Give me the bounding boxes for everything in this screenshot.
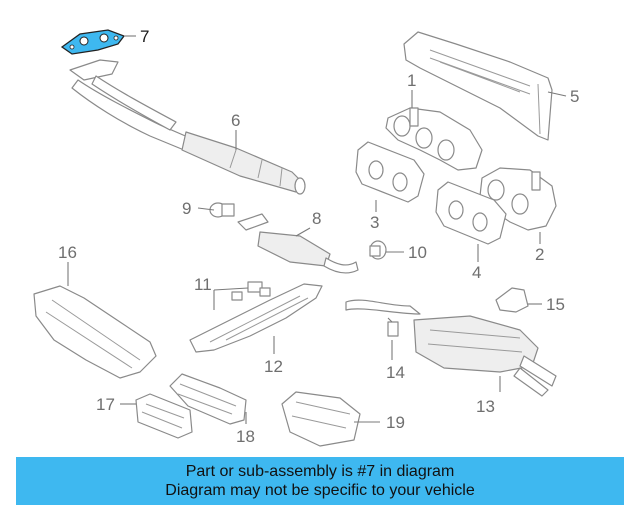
callout-7[interactable]: 7 [140, 27, 149, 46]
part-12-heat-shield[interactable] [189, 283, 323, 353]
callout-4: 4 [472, 263, 481, 282]
banner-line-disclaimer: Diagram may not be specific to your vehi… [165, 482, 475, 499]
callout-13: 13 [476, 397, 495, 416]
part-1-exhaust-manifold[interactable] [385, 107, 483, 171]
banner-line-part: Part or sub-assembly is #7 in diagram [185, 463, 455, 480]
part-16-heat-shield[interactable] [33, 285, 157, 379]
callout-17: 17 [96, 395, 115, 414]
part-19-heat-shield[interactable] [281, 391, 361, 447]
part-13-rear-muffler[interactable] [345, 299, 557, 397]
callout-12: 12 [264, 357, 283, 376]
callout-14: 14 [386, 363, 405, 382]
callout-10: 10 [408, 243, 427, 262]
callout-3: 3 [370, 213, 379, 232]
part-10-clamp[interactable] [369, 240, 387, 260]
part-18-heat-shield[interactable] [169, 373, 247, 425]
part-7-gasket[interactable] [60, 29, 126, 55]
callout-6: 6 [231, 111, 240, 130]
part-3-gasket[interactable] [355, 141, 425, 203]
part-5-heat-shield[interactable] [403, 31, 553, 141]
part-17-heat-shield[interactable] [135, 393, 193, 439]
callout-8: 8 [312, 209, 321, 228]
callout-19: 19 [386, 413, 405, 432]
leader-lines [67, 35, 567, 424]
part-8-intermediate-pipe[interactable] [237, 213, 359, 274]
exhaust-parts-diagram: 7 1 5 6 3 2 4 9 8 10 11 12 13 14 15 16 1… [33, 27, 579, 447]
info-banner: Part or sub-assembly is #7 in diagram Di… [16, 457, 624, 505]
callout-labels: 7 1 5 6 3 2 4 9 8 10 11 12 13 14 15 16 1… [58, 27, 579, 446]
callout-5: 5 [570, 87, 579, 106]
callout-11: 11 [194, 275, 212, 294]
part-6-front-pipe[interactable] [69, 59, 306, 195]
callout-9: 9 [182, 199, 191, 218]
callout-18: 18 [236, 427, 255, 446]
callout-2: 2 [535, 245, 544, 264]
part-4-gasket[interactable] [435, 181, 507, 245]
callout-16: 16 [58, 243, 77, 262]
callout-15: 15 [546, 295, 565, 314]
callout-1: 1 [407, 71, 416, 90]
part-14-sensor[interactable] [387, 317, 399, 337]
part-11-hanger[interactable] [231, 281, 271, 301]
part-15-bracket[interactable] [495, 287, 529, 313]
